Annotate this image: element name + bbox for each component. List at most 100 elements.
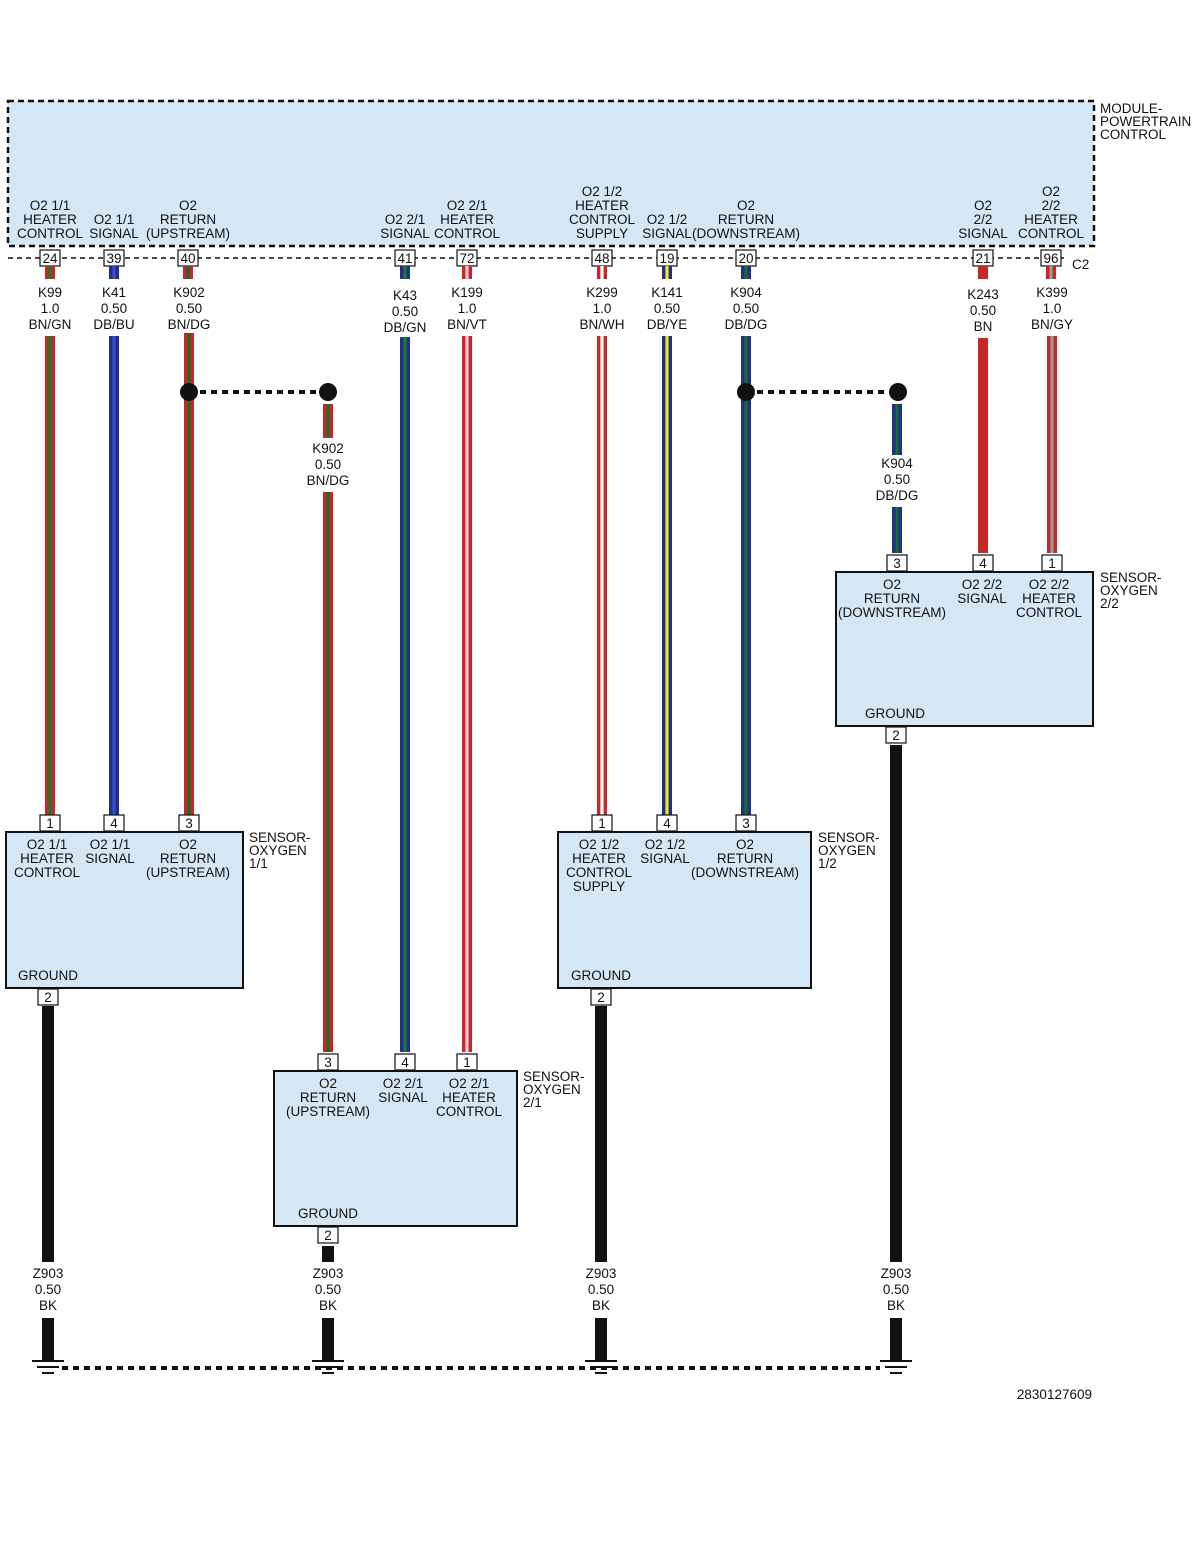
- wire-label-id: K99: [38, 285, 62, 300]
- sensor-s21-pin-1-box: [456, 1053, 478, 1071]
- pcm-pin-label: CONTROL: [434, 226, 500, 241]
- pcm-pin-label: O2: [1042, 184, 1060, 199]
- sensor-s22: SENSOR-OXYGEN2/23O2RETURN(DOWNSTREAM)4O2…: [835, 554, 1162, 744]
- sensor-s21-ground-pin-box: [317, 1226, 339, 1244]
- sensor-s11-ground-pin-number: 2: [44, 990, 52, 1005]
- wire-label-gauge: 0.50: [883, 1282, 909, 1297]
- wire-K141-stripe: [665, 266, 669, 279]
- pcm-pin-24-number: 24: [42, 251, 58, 266]
- wire-label-gauge: 1.0: [41, 301, 60, 316]
- wire-label-id: K902: [312, 441, 344, 456]
- pcm-pin-41-number: 41: [397, 251, 412, 266]
- pcm-pin-48-number: 48: [594, 251, 609, 266]
- sensor-pin-label: O2 2/2: [1029, 577, 1070, 592]
- pcm-pin-21-number: 21: [975, 251, 990, 266]
- sensor-pin-label: O2: [736, 837, 754, 852]
- wire-label-color: BK: [592, 1298, 610, 1313]
- wire-label-gauge: 0.50: [35, 1282, 61, 1297]
- sensor-pin-label: O2: [883, 577, 901, 592]
- sensor-s21-pin-3-number: 3: [324, 1055, 332, 1070]
- wire-K199-stripe: [465, 266, 469, 279]
- wire-label-id: K299: [586, 285, 618, 300]
- sensor-pin-label: HEATER: [442, 1090, 496, 1105]
- wire-label-color: BN/DG: [168, 317, 211, 332]
- sensor-pin-label: RETURN: [717, 851, 773, 866]
- pcm-pin-label: (UPSTREAM): [146, 226, 230, 241]
- pcm-pin-label: CONTROL: [569, 212, 635, 227]
- sensor-s21-ground-pin-number: 2: [324, 1228, 332, 1243]
- pcm-pin-label: RETURN: [160, 212, 216, 227]
- sensor-s12-pin-4-number: 4: [663, 816, 671, 831]
- wire-Z903: [595, 1006, 607, 1262]
- figure-id: 2830127609: [1017, 1387, 1092, 1402]
- sensor-pin-label: O2 1/2: [645, 837, 686, 852]
- wire-label-gauge: 0.50: [101, 301, 127, 316]
- pcm-pin-label: O2 2/1: [447, 198, 488, 213]
- sensor-pin-label: O2 2/2: [962, 577, 1003, 592]
- sensor-s11-pin-1-number: 1: [46, 816, 54, 831]
- sensor-pin-label: CONTROL: [566, 865, 632, 880]
- sensor-s21-pin-1-number: 1: [463, 1055, 471, 1070]
- sensor-name: 1/1: [249, 856, 268, 871]
- pcm-pin-label: SUPPLY: [576, 226, 628, 241]
- wire-K902-stripe: [186, 266, 190, 279]
- wire-label-id: K141: [651, 285, 683, 300]
- wire-label-color: BK: [319, 1298, 337, 1313]
- sensor-s22-box: [835, 571, 1094, 727]
- pcm-pin-label: SIGNAL: [958, 226, 1008, 241]
- wire-label-color: DB/YE: [647, 317, 688, 332]
- sensor-pin-label: O2 1/2: [579, 837, 620, 852]
- wire-label-id: Z903: [33, 1266, 64, 1281]
- wire-label-gauge: 0.50: [884, 472, 910, 487]
- sensor-s12-pin-3-box: [735, 814, 757, 832]
- wire-label-id: K41: [102, 285, 126, 300]
- sensor-pin-label: RETURN: [300, 1090, 356, 1105]
- wire-label-id: K43: [393, 288, 417, 303]
- sensor-s11-pin-4-number: 4: [110, 816, 118, 831]
- wire-K904-stripe: [895, 404, 899, 455]
- sensor-s12-pin-3-number: 3: [742, 816, 750, 831]
- wire-label-gauge: 0.50: [315, 457, 341, 472]
- sensor-s21-pin-4-number: 4: [401, 1055, 409, 1070]
- pcm-pin-label: RETURN: [718, 212, 774, 227]
- pcm-pin-20-number: 20: [738, 251, 753, 266]
- sensor-pin-label: SIGNAL: [378, 1090, 428, 1105]
- sensor-pin-label: SIGNAL: [85, 851, 135, 866]
- sensor-name: SENSOR-: [249, 830, 311, 845]
- sensor-name: OXYGEN: [818, 843, 876, 858]
- pcm-pin-19-number: 19: [659, 251, 674, 266]
- sensor-s12-pin-1-number: 1: [598, 816, 606, 831]
- wire-label-gauge: 1.0: [593, 301, 612, 316]
- sensor-pin-label: O2 2/1: [449, 1076, 490, 1091]
- wire-label-gauge: 0.50: [654, 301, 680, 316]
- wire-K43-stripe: [403, 337, 407, 1052]
- pcm-pin-label: 2/2: [974, 212, 993, 227]
- wire-label-id: K902: [173, 285, 205, 300]
- pcm-pin-72-number: 72: [459, 251, 474, 266]
- wire-Z903: [42, 1318, 54, 1360]
- sensor-s22-pin-3-number: 3: [893, 556, 901, 571]
- wire-K904-stripe: [744, 336, 748, 815]
- pcm-pin-label: HEATER: [1024, 212, 1078, 227]
- sensor-ground-label: GROUND: [865, 706, 925, 721]
- wire-K243: [978, 338, 988, 553]
- sensor-s22-pin-3-box: [886, 554, 908, 572]
- wire-label-id: K399: [1036, 285, 1068, 300]
- wire-K399-stripe: [1049, 266, 1053, 279]
- wire-K902-stripe: [187, 333, 191, 815]
- sensor-s22-pin-4-box: [972, 554, 994, 572]
- pcm-pin-label: 2/2: [1042, 198, 1061, 213]
- wire-K904-stripe: [895, 507, 899, 553]
- pcm-pin-39-number: 39: [106, 251, 121, 266]
- pcm-pin-label: O2: [179, 198, 197, 213]
- sensor-pin-label: SIGNAL: [640, 851, 690, 866]
- pcm-module-name: POWERTRAIN: [1100, 114, 1191, 129]
- sensor-pin-label: SUPPLY: [573, 879, 625, 894]
- sensor-name: OXYGEN: [1100, 583, 1158, 598]
- wire-label-color: DB/BU: [93, 317, 134, 332]
